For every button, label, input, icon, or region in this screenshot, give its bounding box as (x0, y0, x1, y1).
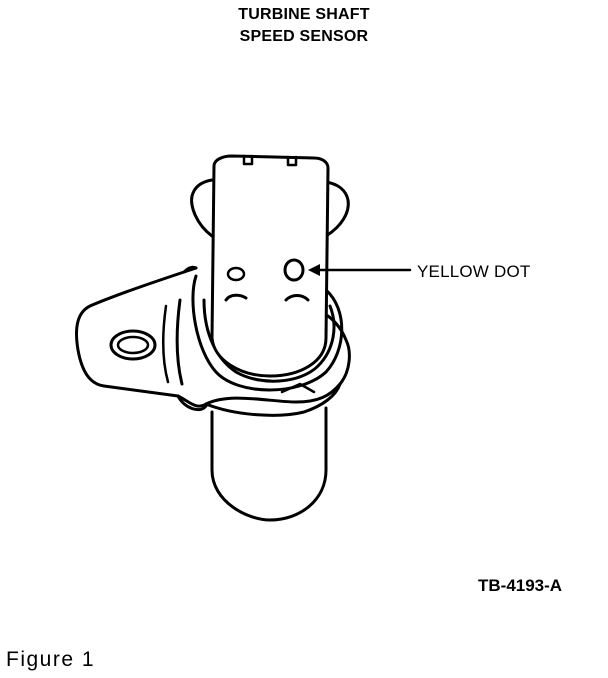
mounting-hole (109, 329, 157, 361)
yellow-dot-leader-line (308, 264, 412, 276)
diagram-title-line-1: TURBINE SHAFT (238, 6, 370, 23)
diagram-title-line-2: SPEED SENSOR (239, 28, 369, 45)
connector-latch-right (324, 180, 350, 238)
sensor-body-cylinder (210, 406, 328, 522)
connector-housing (210, 154, 330, 378)
yellow-dot-label: YELLOW DOT (417, 262, 531, 281)
figure-caption: Figure 1 (6, 648, 96, 671)
diagram-title: TURBINE SHAFT SPEED SENSOR (0, 4, 608, 48)
connector-latch-left (190, 178, 214, 238)
yellow-dot-marker (283, 258, 305, 282)
terminal-holes (224, 266, 310, 302)
figure-id-label: TB-4193-A (478, 576, 563, 595)
